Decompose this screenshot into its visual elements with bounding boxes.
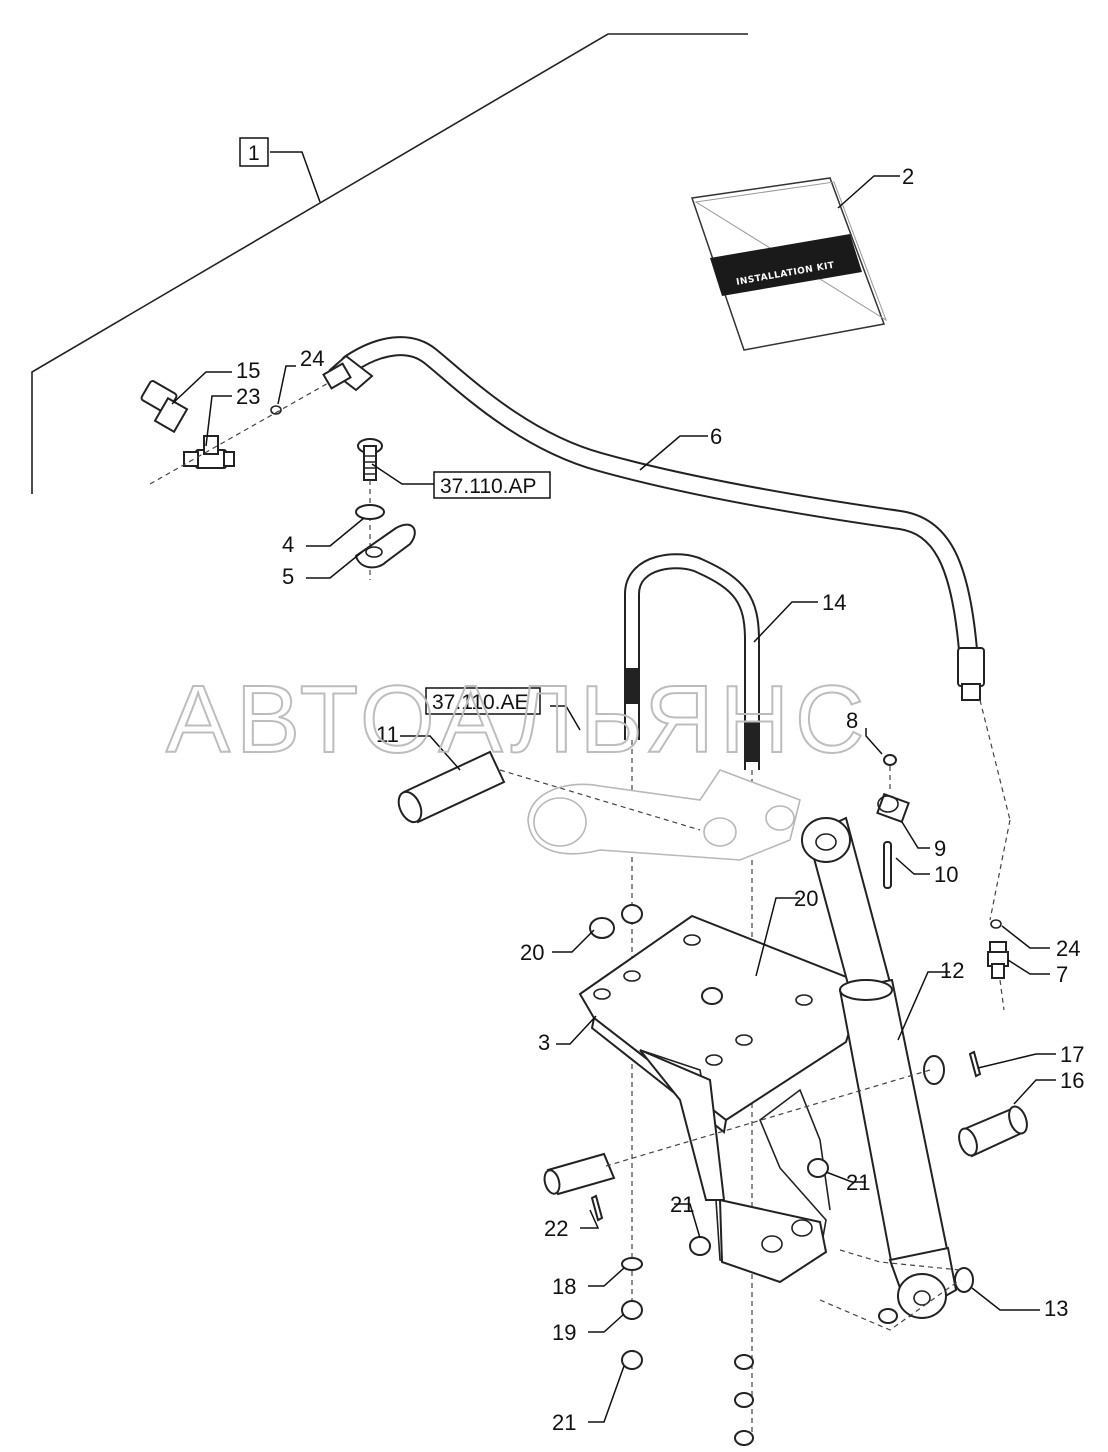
lift-arm-ghost — [527, 769, 801, 861]
callout-13: 13 — [1044, 1296, 1068, 1321]
hydraulic-cylinder-12 — [801, 816, 958, 1319]
nut-21a — [807, 1158, 829, 1178]
callout-11: 11 — [376, 722, 399, 747]
pin-10 — [883, 841, 892, 889]
ref-box-main: 1 — [239, 137, 269, 167]
callout-2: 2 — [902, 164, 914, 189]
bushing-9 — [876, 792, 910, 824]
callout-9: 9 — [934, 836, 946, 861]
washer-13 — [954, 1267, 974, 1293]
callout-5: 5 — [282, 564, 294, 589]
callout-20b: 20 — [794, 886, 818, 911]
pin-22-assembly — [543, 1152, 616, 1222]
clamp-5 — [354, 523, 416, 569]
callout-15: 15 — [236, 358, 260, 383]
u-bolt-14 — [624, 553, 760, 770]
fitting-7 — [987, 941, 1009, 979]
nut-21c — [621, 1350, 643, 1370]
callout-24b: 24 — [1056, 936, 1080, 961]
callout-22: 22 — [544, 1216, 568, 1241]
leader-lines — [171, 151, 1056, 1423]
callout-8: 8 — [846, 708, 858, 733]
nut-8 — [883, 754, 897, 766]
callout-18: 18 — [552, 1274, 576, 1299]
callout-6: 6 — [710, 424, 722, 449]
installation-kit-booklet: INSTALLATION KIT — [690, 177, 887, 351]
mounting-bracket-3 — [578, 914, 866, 1284]
tee-fitting-23 — [183, 435, 235, 469]
callout-16: 16 — [1060, 1068, 1084, 1093]
callout-21b: 21 — [670, 1192, 694, 1217]
elbow-fitting-15 — [140, 380, 189, 434]
ref-box-ap[interactable]: 37.110.AP — [433, 471, 551, 499]
bolt-ap — [357, 438, 383, 481]
ref-ap-label: 37.110.AP — [440, 475, 537, 498]
callout-20a: 20 — [520, 940, 544, 965]
o-ring-24b — [990, 919, 1002, 929]
callout-10: 10 — [934, 862, 958, 887]
washer-18 — [621, 1257, 643, 1271]
callout-21a: 21 — [846, 1170, 870, 1195]
callout-23: 23 — [236, 384, 260, 409]
kit-boundary-line — [31, 33, 748, 494]
nut-21b — [689, 1236, 711, 1256]
washer-4 — [355, 504, 385, 520]
nut-19 — [621, 1300, 643, 1320]
ref-box-ae[interactable]: 37.110.AE — [425, 687, 541, 715]
callout-14: 14 — [822, 590, 846, 615]
pin-16 — [958, 1105, 1028, 1158]
callout-4: 4 — [282, 532, 294, 557]
callout-19: 19 — [552, 1320, 576, 1345]
callout-21c: 21 — [552, 1410, 576, 1435]
callout-24: 24 — [300, 346, 324, 371]
watermark: АВТОАЛЬЯНС — [166, 666, 870, 773]
o-ring-24 — [270, 405, 282, 415]
pin-11 — [397, 750, 506, 824]
callout-17: 17 — [1060, 1042, 1084, 1067]
nut-20a — [589, 917, 615, 939]
callout-7: 7 — [1056, 962, 1068, 987]
hydraulic-hose — [322, 336, 985, 701]
callout-12: 12 — [940, 958, 964, 983]
ref-main-label: 1 — [248, 142, 260, 165]
cotter-pin-17 — [968, 1050, 982, 1078]
callout-labels: 2 15 23 24 6 4 5 14 11 8 9 10 20 20 24 7… — [236, 164, 1084, 1435]
callout-3: 3 — [538, 1030, 550, 1055]
ref-ae-label: 37.110.AE — [432, 691, 529, 714]
